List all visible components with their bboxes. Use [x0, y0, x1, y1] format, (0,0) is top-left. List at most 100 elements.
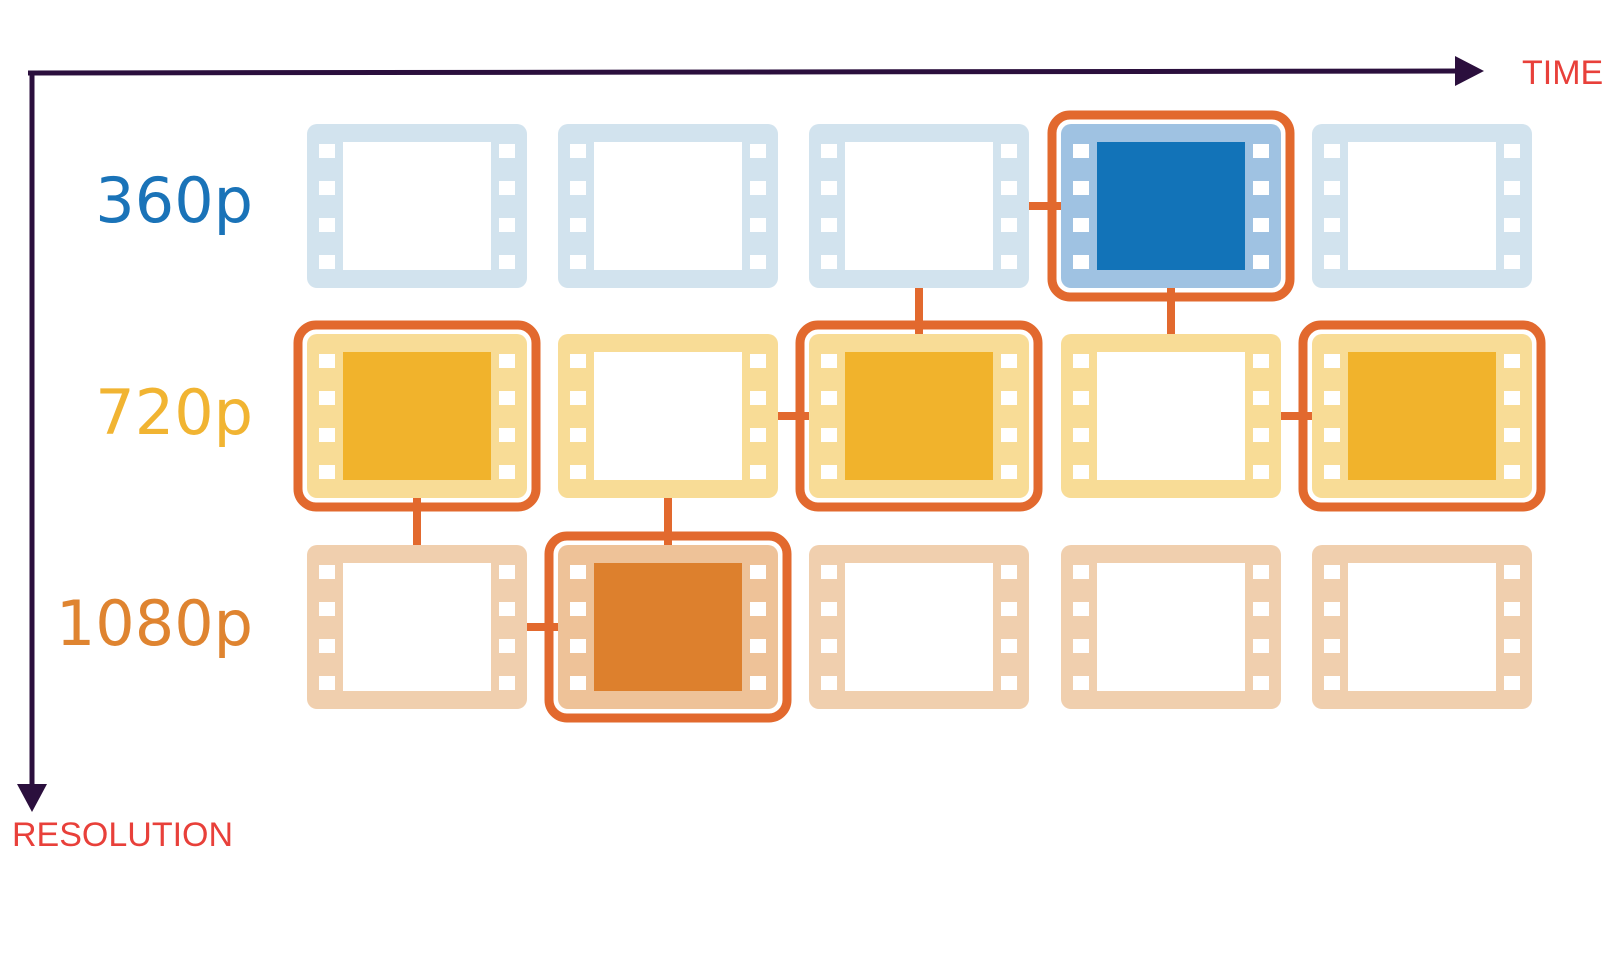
film-perforation — [570, 465, 586, 479]
selected-segment-outline — [1298, 320, 1546, 512]
film-perforation — [499, 639, 515, 653]
film-perforation — [1504, 144, 1520, 158]
film-perforation — [1001, 354, 1017, 368]
frame-picture — [1348, 563, 1496, 691]
film-perforation — [1001, 428, 1017, 442]
frame-picture — [845, 563, 993, 691]
film-perforation — [821, 354, 837, 368]
selected-segment-fill — [845, 352, 993, 480]
film-perforation — [1504, 602, 1520, 616]
film-frame-360p-2 — [558, 124, 778, 288]
film-perforation — [750, 354, 766, 368]
film-perforation — [1324, 391, 1340, 405]
film-perforation — [570, 565, 586, 579]
film-perforation — [570, 255, 586, 269]
film-perforation — [1073, 391, 1089, 405]
selected-segment-outline — [795, 320, 1043, 512]
film-perforation — [1073, 354, 1089, 368]
film-perforation — [499, 255, 515, 269]
film-perforation — [499, 676, 515, 690]
frame-picture — [845, 142, 993, 270]
film-frame-1080p-1 — [307, 545, 527, 709]
film-perforation — [821, 602, 837, 616]
film-perforation — [319, 602, 335, 616]
film-frame-1080p-2 — [544, 531, 792, 723]
film-perforation — [821, 144, 837, 158]
film-perforation — [499, 391, 515, 405]
film-perforation — [821, 181, 837, 195]
film-frame-720p-1 — [293, 320, 541, 512]
film-perforation — [1324, 218, 1340, 232]
time-axis — [27, 68, 1463, 76]
frame-picture — [1097, 563, 1245, 691]
frame-grid — [293, 110, 1546, 723]
film-frame-720p-2 — [558, 334, 778, 498]
film-perforation — [1073, 428, 1089, 442]
film-perforation — [319, 181, 335, 195]
film-perforation — [1001, 565, 1017, 579]
film-perforation — [1324, 255, 1340, 269]
film-perforation — [570, 354, 586, 368]
film-perforation — [1073, 676, 1089, 690]
film-frame-1080p-3 — [809, 545, 1029, 709]
film-perforation — [750, 391, 766, 405]
film-frame-720p-5 — [1298, 320, 1546, 512]
film-perforation — [570, 428, 586, 442]
film-perforation — [750, 639, 766, 653]
film-perforation — [821, 676, 837, 690]
selected-segment-outline — [293, 320, 541, 512]
film-perforation — [821, 391, 837, 405]
film-perforation — [1504, 639, 1520, 653]
film-perforation — [1073, 465, 1089, 479]
film-perforation — [1253, 428, 1269, 442]
film-perforation — [1253, 465, 1269, 479]
film-perforation — [1253, 602, 1269, 616]
film-perforation — [1324, 602, 1340, 616]
film-perforation — [821, 565, 837, 579]
film-perforation — [1073, 602, 1089, 616]
film-perforation — [750, 465, 766, 479]
film-perforation — [1001, 391, 1017, 405]
film-perforation — [1324, 181, 1340, 195]
time-axis-label: TIME — [1522, 54, 1603, 92]
film-perforation — [499, 181, 515, 195]
film-frame-720p-4 — [1061, 334, 1281, 498]
film-perforation — [1253, 565, 1269, 579]
film-perforation — [1253, 181, 1269, 195]
film-perforation — [319, 428, 335, 442]
film-perforation — [1253, 391, 1269, 405]
film-perforation — [319, 639, 335, 653]
film-perforation — [1324, 639, 1340, 653]
film-perforation — [1073, 181, 1089, 195]
film-frame-1080p-4 — [1061, 545, 1281, 709]
film-perforation — [1504, 218, 1520, 232]
frame-picture — [1097, 352, 1245, 480]
film-perforation — [821, 428, 837, 442]
film-frame-360p-5 — [1312, 124, 1532, 288]
film-perforation — [750, 218, 766, 232]
frame-picture — [1348, 142, 1496, 270]
film-perforation — [499, 218, 515, 232]
film-perforation — [1504, 181, 1520, 195]
film-perforation — [1001, 218, 1017, 232]
film-perforation — [1504, 428, 1520, 442]
film-perforation — [1073, 144, 1089, 158]
film-perforation — [1001, 676, 1017, 690]
film-perforation — [1253, 144, 1269, 158]
film-frame-360p-4 — [1047, 110, 1295, 302]
film-perforation — [1253, 354, 1269, 368]
film-perforation — [319, 565, 335, 579]
film-perforation — [821, 639, 837, 653]
film-perforation — [570, 218, 586, 232]
film-perforation — [1073, 255, 1089, 269]
row-label-360p: 360p — [95, 164, 253, 237]
film-frame-720p-3 — [795, 320, 1043, 512]
film-perforation — [1504, 565, 1520, 579]
film-perforation — [570, 676, 586, 690]
film-perforation — [1001, 181, 1017, 195]
film-perforation — [1324, 465, 1340, 479]
film-frame-360p-3 — [809, 124, 1029, 288]
film-frame-1080p-5 — [1312, 545, 1532, 709]
film-perforation — [821, 218, 837, 232]
selected-segment-fill — [343, 352, 491, 480]
